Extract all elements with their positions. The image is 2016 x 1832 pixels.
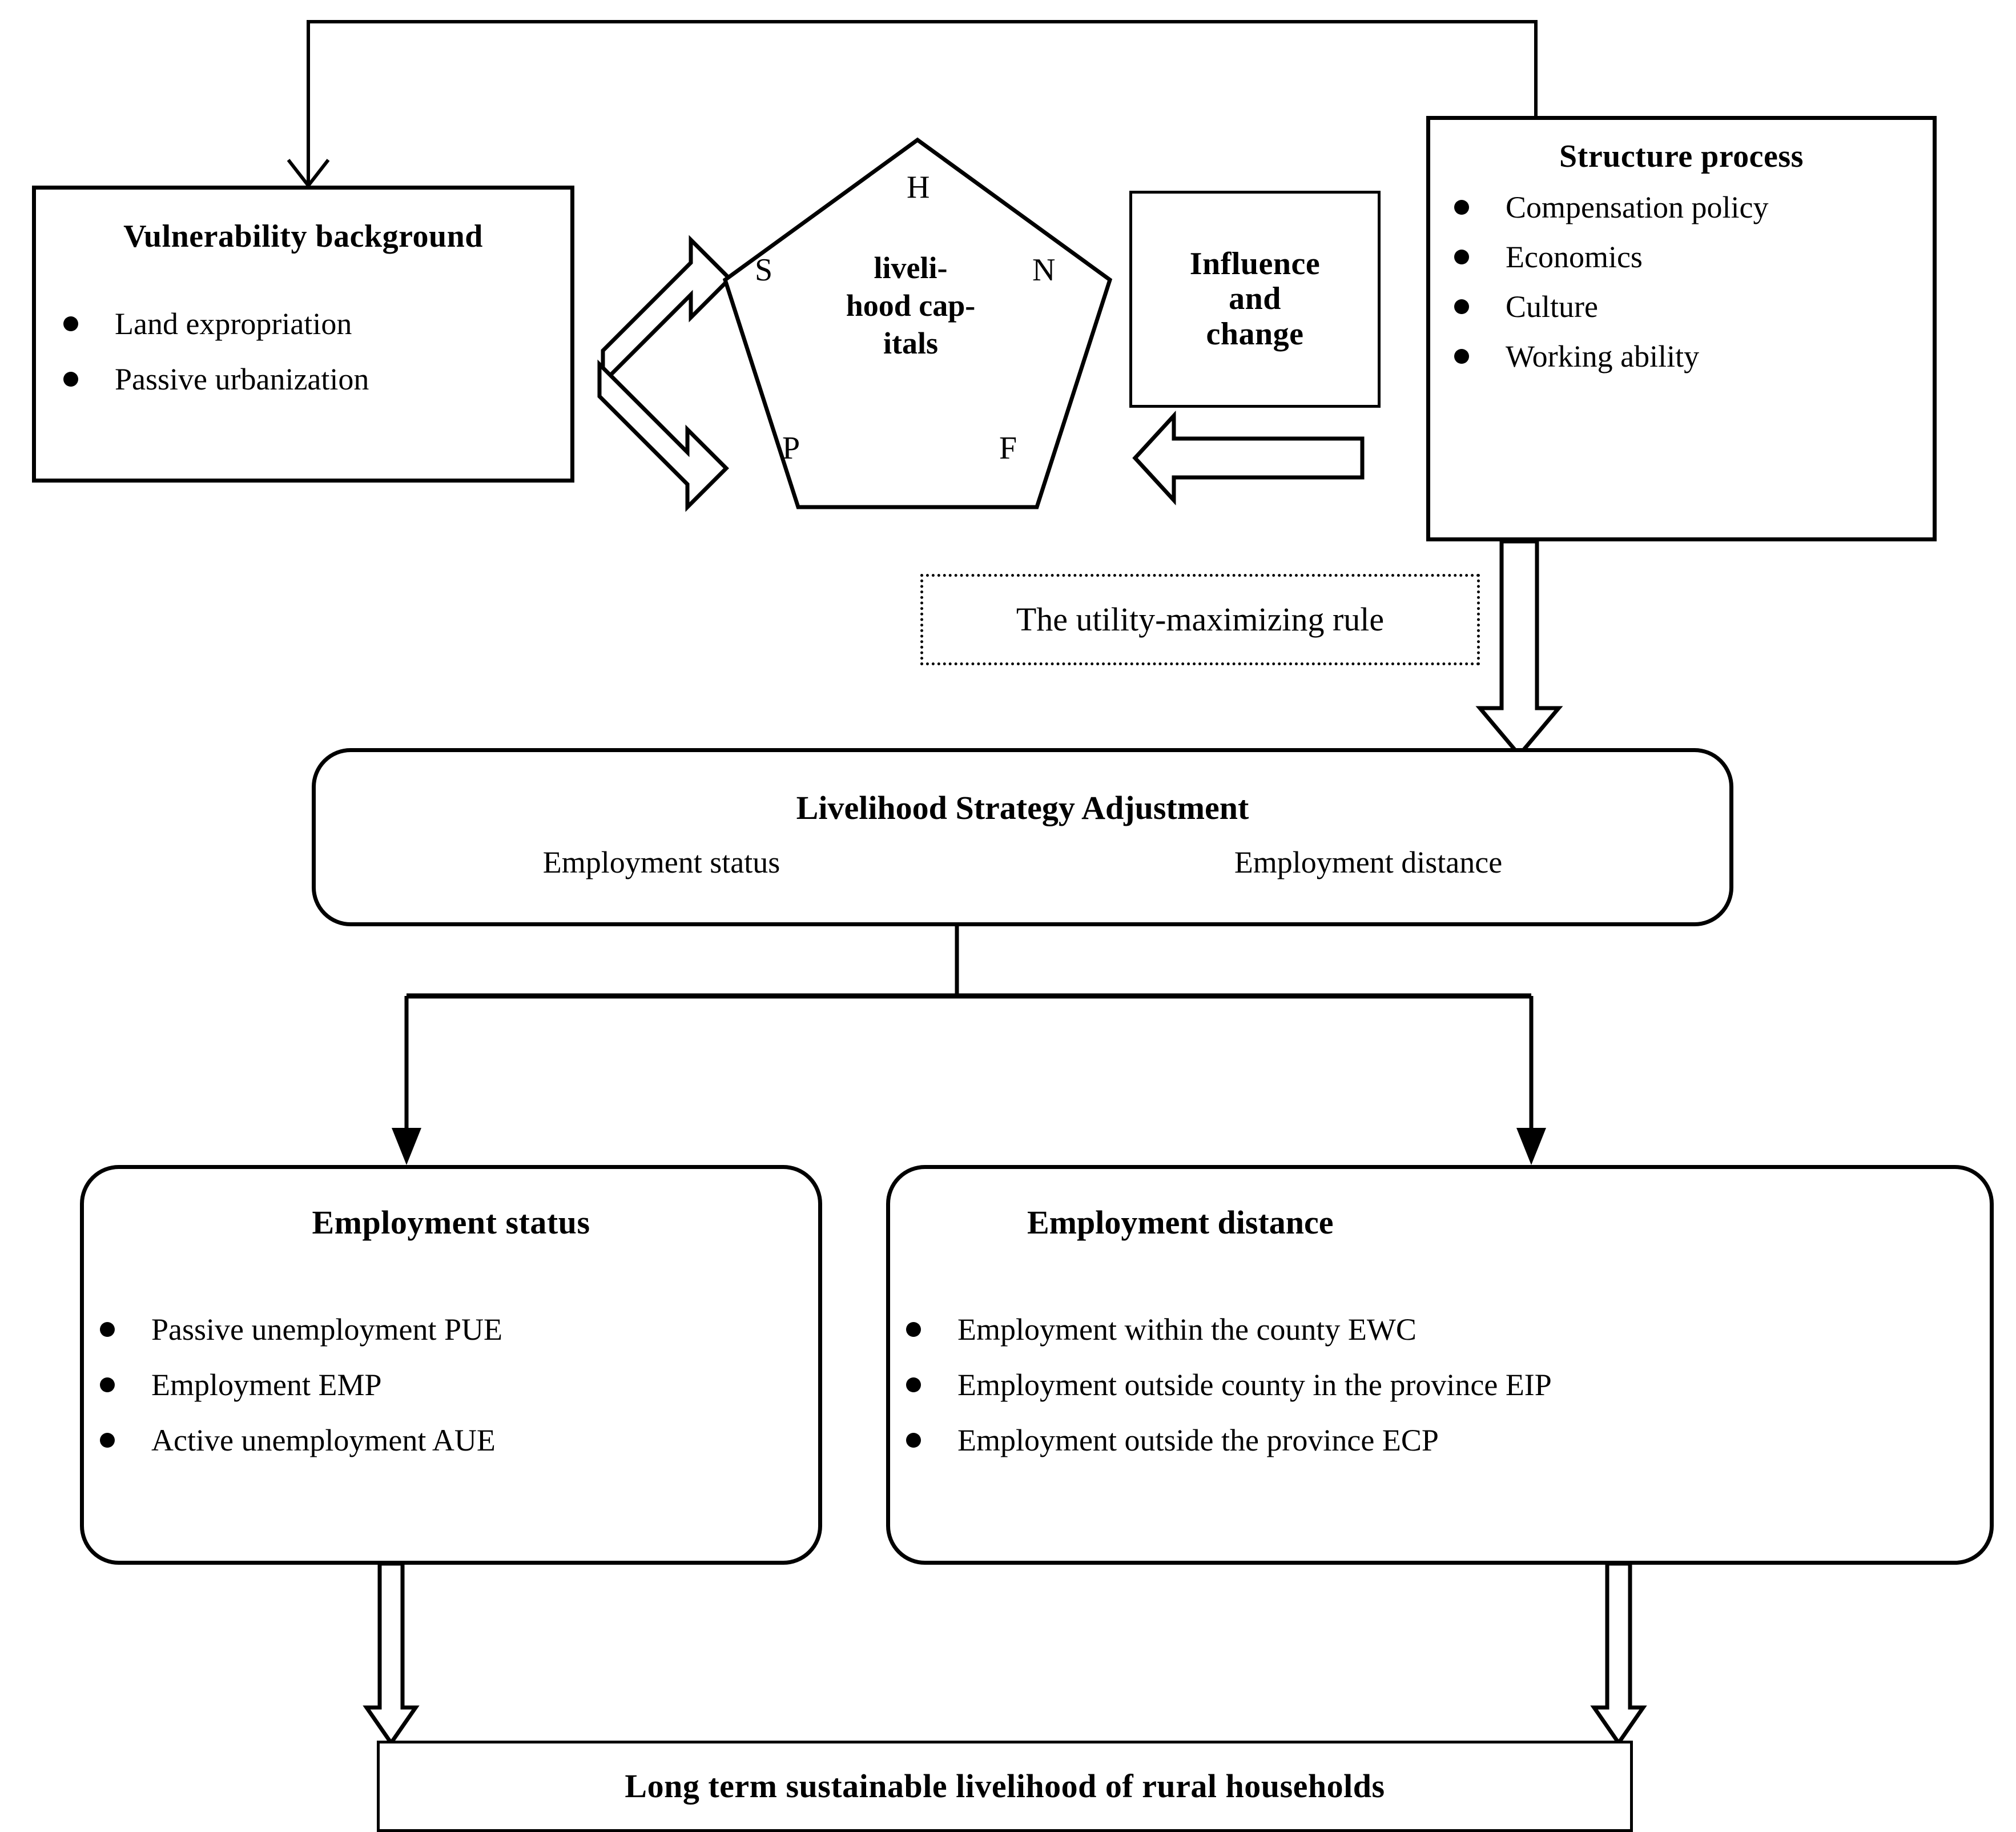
pentagon-center-line-1: liveli- [874, 251, 948, 285]
vulnerability-background-box[interactable]: Vulnerability background Land expropriat… [32, 186, 574, 483]
pentagon-vertex-N: N [1032, 252, 1056, 288]
livelihood-capitals-pentagon [722, 137, 1113, 509]
utility-maximizing-rule-box[interactable]: The utility-maximizing rule [920, 574, 1480, 665]
pentagon-vertex-S: S [755, 252, 773, 288]
vulnerability-title: Vulnerability background [123, 219, 483, 254]
vulnerability-list: Land expropriation Passive urbanization [53, 304, 570, 400]
employment-distance-title: Employment distance [1027, 1204, 1334, 1241]
influence-line-3: change [1206, 316, 1304, 352]
list-item: Active unemployment AUE [90, 1420, 818, 1461]
employment-distance-box[interactable]: Employment distance Employment within th… [886, 1165, 1994, 1565]
structure-process-title: Structure process [1559, 139, 1804, 174]
outcome-title: Long term sustainable livelihood of rura… [625, 1767, 1385, 1805]
list-item: Employment outside the province ECP [896, 1420, 1990, 1461]
outcome-box[interactable]: Long term sustainable livelihood of rura… [377, 1741, 1633, 1832]
list-item: Land expropriation [53, 304, 570, 344]
list-item: Compensation policy [1444, 187, 1933, 228]
list-item: Passive unemployment PUE [90, 1309, 818, 1350]
block-arrow-left-structure-to-influence [1132, 411, 1365, 505]
strategy-title: Livelihood Strategy Adjustment [796, 789, 1249, 826]
block-arrow-up-right [601, 235, 733, 388]
pentagon-vertex-F: F [999, 431, 1017, 466]
pentagon-center-line-2: hood cap- [846, 288, 976, 323]
pentagon-labels: H N F P S liveli- hood cap- itals [725, 140, 1119, 517]
strategy-col-left: Employment status [542, 845, 780, 880]
list-item: Passive urbanization [53, 359, 570, 400]
employment-status-list: Passive unemployment PUE Employment EMP … [90, 1309, 818, 1461]
employment-status-title: Employment status [312, 1204, 590, 1241]
list-item: Employment EMP [90, 1365, 818, 1405]
employment-status-box[interactable]: Employment status Passive unemployment P… [80, 1165, 822, 1565]
structure-process-list: Compensation policy Economics Culture Wo… [1444, 187, 1933, 377]
block-arrow-down-distance-to-outcome [1590, 1561, 1647, 1747]
influence-line-2: and [1229, 281, 1281, 317]
influence-line-1: Influence [1189, 246, 1321, 282]
pentagon-vertex-P: P [782, 431, 800, 466]
block-arrow-down-right [597, 359, 729, 512]
list-item: Employment within the county EWC [896, 1309, 1990, 1350]
list-item: Culture [1444, 287, 1933, 327]
utility-maximizing-rule-label: The utility-maximizing rule [1016, 600, 1385, 638]
strategy-columns: Employment status Employment distance [316, 845, 1729, 880]
livelihood-strategy-adjustment-box[interactable]: Livelihood Strategy Adjustment Employmen… [312, 748, 1733, 926]
branch-connector-strategy [392, 926, 1546, 1165]
list-item: Working ability [1444, 336, 1933, 377]
structure-process-box[interactable]: Structure process Compensation policy Ec… [1426, 116, 1937, 541]
pentagon-vertex-H: H [907, 170, 930, 205]
strategy-col-right: Employment distance [1234, 845, 1503, 880]
influence-and-change-box[interactable]: Influence and change [1129, 191, 1381, 408]
block-arrow-down-structure-to-strategy [1475, 539, 1563, 758]
pentagon-center-text: liveli- hood cap- itals [788, 250, 1033, 363]
block-arrow-down-status-to-outcome [363, 1561, 420, 1747]
pentagon-center-line-3: itals [883, 326, 938, 360]
list-item: Economics [1444, 237, 1933, 278]
employment-distance-list: Employment within the county EWC Employm… [896, 1309, 1990, 1461]
list-item: Employment outside county in the provinc… [896, 1365, 1990, 1405]
